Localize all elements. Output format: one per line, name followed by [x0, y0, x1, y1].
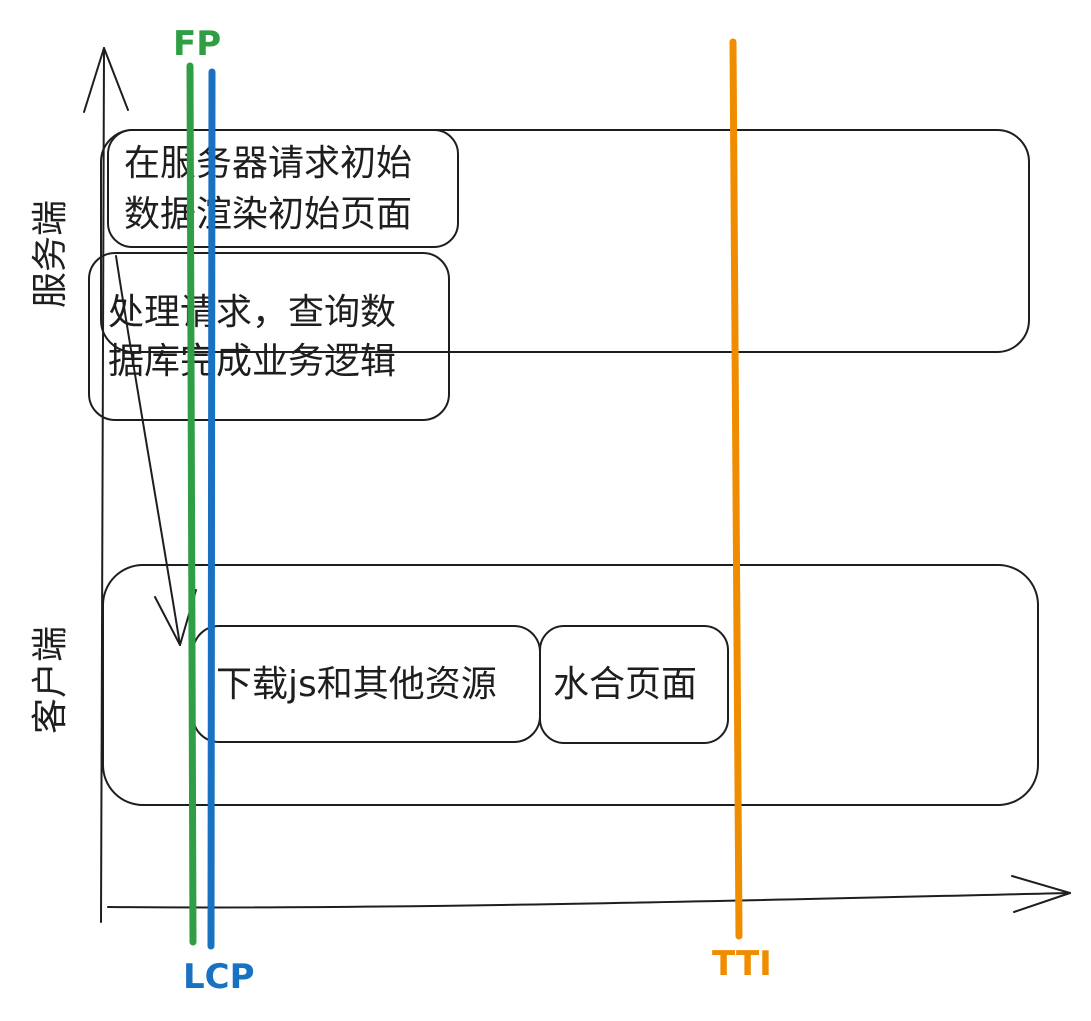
client-box-download: 下载js和其他资源 — [192, 625, 541, 743]
server-box-process: 处理请求，查询数 据库完成业务逻辑 — [88, 252, 450, 421]
client-box-hydrate: 水合页面 — [539, 625, 729, 744]
x-axis-arrowhead-bottom — [1013, 892, 1071, 913]
client-lane — [102, 564, 1039, 806]
x-axis — [107, 875, 1071, 913]
fp-marker-line — [186, 62, 197, 946]
fp-label: FP — [173, 24, 221, 64]
tti-label: TTI — [712, 944, 772, 984]
lcp-label: LCP — [183, 957, 255, 997]
client-box-hydrate-label: 水合页面 — [553, 664, 697, 705]
y-axis-arrowhead-left — [83, 47, 105, 113]
client-axis-label: 客户端 — [30, 626, 71, 734]
tti-marker-line — [729, 38, 743, 940]
y-axis-arrowhead-right — [103, 47, 129, 111]
lcp-marker-line — [207, 68, 216, 950]
x-axis-arrowhead-top — [1011, 875, 1071, 894]
server-box-render-line-2: 数据渲染初始页面 — [124, 194, 412, 235]
server-axis-label: 服务端 — [30, 200, 71, 308]
server-box-render: 在服务器请求初始 数据渲染初始页面 — [107, 129, 459, 248]
server-box-process-line-2: 据库完成业务逻辑 — [108, 341, 396, 382]
server-lane — [100, 129, 1030, 353]
client-box-download-label: 下载js和其他资源 — [216, 664, 497, 705]
y-axis — [83, 47, 129, 923]
server-box-render-line-1: 在服务器请求初始 — [124, 143, 412, 184]
server-box-process-line-1: 处理请求，查询数 — [108, 292, 396, 333]
